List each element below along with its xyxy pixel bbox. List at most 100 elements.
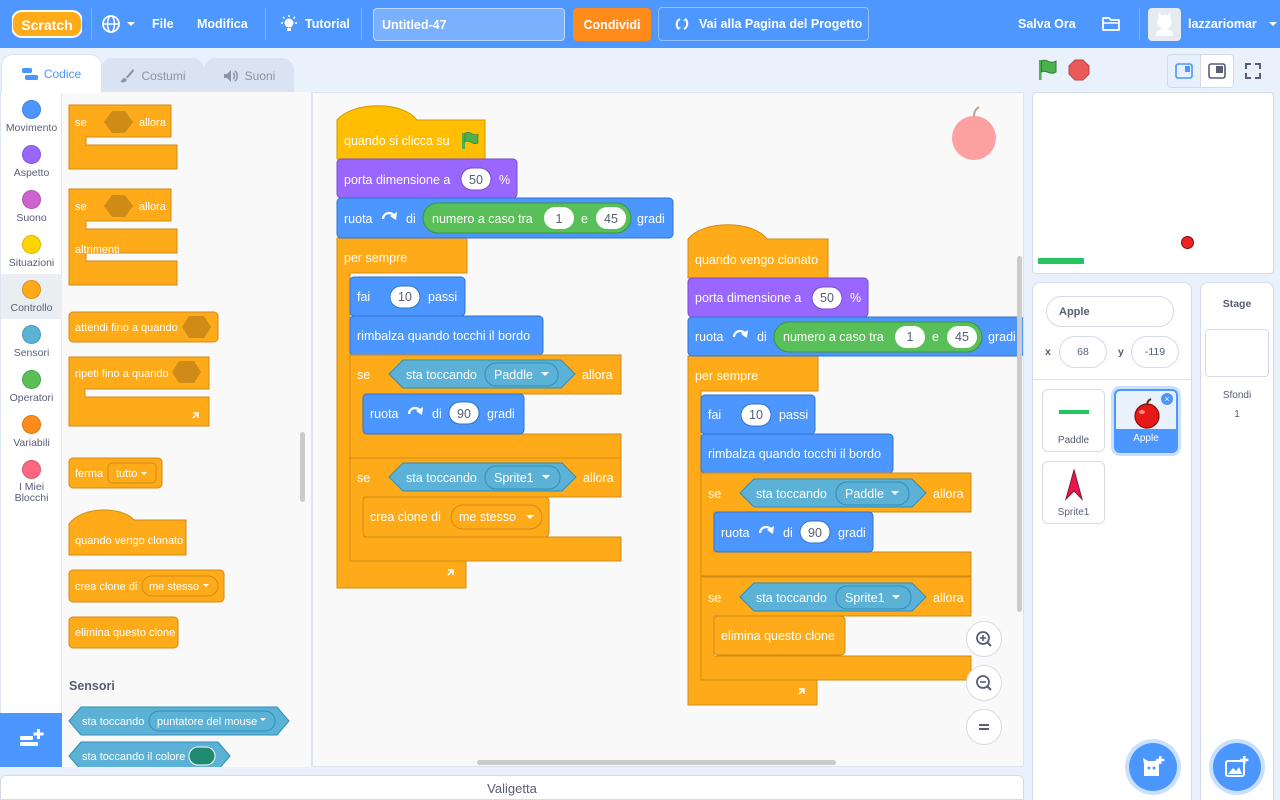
apple-thumbnail <box>1134 398 1160 429</box>
degrees-input[interactable] <box>799 520 831 544</box>
scratch-logo[interactable]: Scratch <box>12 9 82 39</box>
palette-touching-block[interactable]: sta toccando puntatore del mouse <box>68 706 290 736</box>
clone-target-dropdown[interactable] <box>141 575 219 597</box>
paddle-dropdown[interactable] <box>835 481 910 506</box>
random-reporter[interactable] <box>422 202 632 234</box>
category-variables[interactable]: Variabili <box>1 415 62 449</box>
random-reporter[interactable] <box>773 321 983 353</box>
x-input[interactable] <box>1059 336 1107 368</box>
turn-90-block[interactable] <box>713 511 874 553</box>
sprite1-dropdown[interactable] <box>835 585 912 610</box>
steps-input[interactable] <box>740 403 772 427</box>
edit-menu[interactable]: Modifica <box>197 17 248 31</box>
random-to-input[interactable] <box>947 326 977 348</box>
choose-backdrop-button[interactable] <box>1213 743 1261 791</box>
and-label: e <box>581 212 588 226</box>
delete-clone-block[interactable] <box>713 615 846 656</box>
stage-target-pane[interactable]: Stage Sfondi 1 <box>1200 282 1274 800</box>
palette-if-block[interactable]: se allora <box>68 104 178 170</box>
share-button[interactable]: Condividi <box>573 8 651 41</box>
palette-if-else-block[interactable]: se allora altrimenti <box>68 188 178 286</box>
zoom-reset-button[interactable] <box>966 709 1002 745</box>
my-stuff-button[interactable] <box>1101 0 1121 48</box>
palette-create-clone-block[interactable]: crea clone di me stesso <box>68 569 225 603</box>
sprite-name-input[interactable] <box>1046 296 1174 327</box>
category-looks[interactable]: Aspetto <box>1 145 62 179</box>
when-clone-hat[interactable] <box>687 224 829 279</box>
degrees-input[interactable] <box>448 401 480 425</box>
palette-touching-color-block[interactable]: sta toccando il colore <box>68 741 231 767</box>
folder-icon <box>1102 17 1120 31</box>
sprite-tile-apple[interactable]: × Apple <box>1114 389 1178 453</box>
random-from-input[interactable] <box>544 207 574 229</box>
palette-scrollbar[interactable] <box>300 432 305 502</box>
clone-target-dropdown[interactable] <box>450 504 543 530</box>
category-sound[interactable]: Suono <box>1 190 62 224</box>
tab-costumes[interactable]: Costumi <box>101 58 204 93</box>
category-control[interactable]: Controllo <box>1 274 62 319</box>
palette-repeat-until-block[interactable]: ripeti fino a quando <box>68 356 210 427</box>
backdrop-thumbnail[interactable] <box>1205 329 1269 377</box>
percent-label: % <box>499 173 510 187</box>
stage-canvas[interactable] <box>1032 92 1274 274</box>
project-title-input[interactable] <box>373 8 565 41</box>
zoom-in-button[interactable] <box>966 621 1002 657</box>
fullscreen-button[interactable] <box>1238 54 1268 88</box>
add-extension-button[interactable] <box>0 713 62 767</box>
large-stage-button[interactable] <box>1200 54 1234 88</box>
random-to-input[interactable] <box>596 207 626 229</box>
sprite-tile-paddle[interactable]: Paddle <box>1042 389 1105 452</box>
palette-wait-until-block[interactable]: attendi fino a quando <box>68 311 219 343</box>
paddle-dropdown[interactable] <box>484 362 559 387</box>
tab-code[interactable]: Codice <box>1 54 102 93</box>
stop-icon <box>1068 59 1090 81</box>
size-input[interactable] <box>811 286 843 310</box>
forever-label: per sempre <box>344 251 407 265</box>
y-input[interactable] <box>1131 336 1179 368</box>
boolean-slot <box>104 111 133 133</box>
project-page-button[interactable]: Vai alla Pagina del Progetto <box>658 7 869 41</box>
zoom-out-button[interactable] <box>966 665 1002 701</box>
color-swatch[interactable] <box>188 746 216 766</box>
stop-button[interactable] <box>1068 59 1090 84</box>
category-motion[interactable]: Movimento <box>1 100 62 134</box>
steps-input[interactable] <box>389 285 421 309</box>
when-flag-clicked-hat[interactable] <box>336 105 486 160</box>
script-area-horizontal-scrollbar[interactable] <box>477 760 836 765</box>
account-menu[interactable]: lazzariomar <box>1148 0 1279 48</box>
size-input[interactable] <box>460 167 492 191</box>
script-area[interactable]: per sempre quando si clicca su porta dim… <box>312 92 1024 767</box>
category-sensing[interactable]: Sensori <box>1 325 62 359</box>
stop-dropdown[interactable] <box>107 462 157 484</box>
script-green-flag[interactable]: per sempre quando si clicca su porta dim… <box>336 105 674 589</box>
choose-sprite-button[interactable] <box>1129 743 1177 791</box>
turn-90-block[interactable] <box>362 393 525 435</box>
tab-sounds[interactable]: Suoni <box>204 58 294 93</box>
touching-target-dropdown[interactable] <box>148 710 276 732</box>
language-menu[interactable] <box>101 0 137 48</box>
green-flag-button[interactable] <box>1036 58 1060 85</box>
script-when-clone[interactable]: per sempre quando vengo clonato porta di… <box>687 224 1024 706</box>
turn-label: ruota <box>695 330 724 344</box>
file-menu[interactable]: File <box>152 17 174 31</box>
script-area-vertical-scrollbar[interactable] <box>1017 256 1022 612</box>
sprite1-dropdown[interactable] <box>484 465 561 490</box>
paddle-dropdown-value: Paddle <box>845 487 884 501</box>
category-my-blocks[interactable]: I Miei Blocchi <box>1 460 62 504</box>
small-stage-button[interactable] <box>1167 54 1201 88</box>
palette-delete-clone-block[interactable]: elimina questo clone <box>68 616 179 649</box>
tutorial-button[interactable]: Tutorial <box>279 0 350 48</box>
category-events[interactable]: Situazioni <box>1 235 62 269</box>
backdrops-count: 1 <box>1234 409 1240 420</box>
rotate-clockwise-icon <box>407 406 423 415</box>
delete-sprite-icon[interactable]: × <box>1161 393 1173 405</box>
palette-when-clone-hat[interactable]: quando vengo clonato <box>68 509 187 556</box>
category-operators[interactable]: Operatori <box>1 370 62 404</box>
backpack[interactable]: Valigetta <box>0 775 1024 800</box>
sprite-tile-sprite1[interactable]: Sprite1 <box>1042 461 1105 524</box>
save-now-button[interactable]: Salva Ora <box>1018 17 1076 31</box>
menu-bar: Scratch File Modifica Tutorial Condividi… <box>0 0 1280 48</box>
palette-stop-block[interactable]: ferma tutto <box>68 457 163 489</box>
random-from-input[interactable] <box>895 326 925 348</box>
x-label: x <box>1045 346 1051 358</box>
